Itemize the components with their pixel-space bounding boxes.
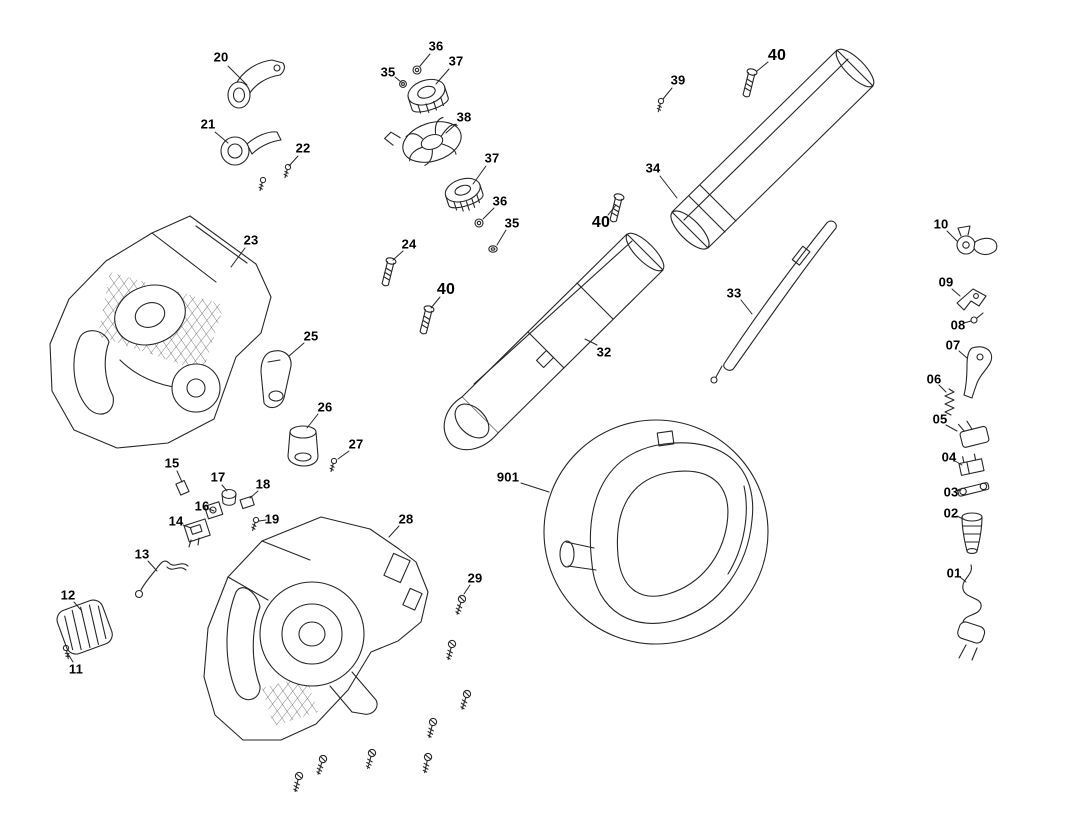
- leader-line-12: [73, 601, 82, 611]
- part-40-left-drawing: [417, 304, 436, 336]
- part-04-drawing: [958, 453, 985, 476]
- leader-line-05: [945, 424, 958, 432]
- part-38-drawing: [384, 116, 462, 166]
- leader-line-03: [956, 489, 962, 492]
- leader-line-36-lower: [482, 207, 495, 220]
- part-05-drawing: [957, 420, 990, 448]
- leader-line-25: [288, 342, 305, 357]
- part-34-drawing: [670, 48, 875, 250]
- leader-line-26: [306, 413, 319, 429]
- leader-line-27: [337, 450, 350, 460]
- part-01-drawing: [957, 564, 986, 661]
- part-10-drawing: [956, 225, 998, 256]
- leader-line-01: [959, 576, 967, 583]
- leader-line-09: [951, 288, 961, 297]
- part-17-drawing: [221, 488, 237, 506]
- part-27-drawing: [327, 457, 338, 473]
- leader-line-33: [740, 299, 753, 315]
- part-35-upper-drawing: [399, 80, 407, 88]
- leader-line-37-lower: [472, 165, 487, 185]
- part-06-drawing: [944, 388, 955, 416]
- part-20-drawing: [227, 59, 285, 109]
- leader-line-38: [445, 123, 457, 134]
- leader-line-40-mid: [607, 204, 617, 216]
- leader-line-15: [176, 470, 183, 483]
- leader-line-19: [258, 519, 267, 522]
- leader-line-35-upper: [394, 76, 402, 83]
- leader-line-23: [230, 247, 246, 268]
- leader-line-40-left: [430, 296, 441, 309]
- part-14-drawing: [183, 518, 211, 548]
- part-26-drawing: [287, 425, 319, 467]
- leader-line-40-top: [756, 61, 769, 72]
- leader-line-29: [463, 584, 471, 595]
- leader-line-34: [659, 175, 678, 199]
- part-22-drawing: [256, 163, 292, 192]
- leader-line-07: [958, 350, 968, 359]
- leader-line-24: [392, 250, 404, 261]
- leader-line-02: [956, 515, 964, 520]
- part-09-drawing: [956, 288, 987, 311]
- leader-line-36-upper: [419, 53, 431, 67]
- leader-line-20: [227, 65, 248, 86]
- leader-line-13: [147, 560, 158, 572]
- leader-line-901: [520, 482, 550, 493]
- part-901-drawing: [543, 419, 769, 645]
- part-07-drawing: [963, 346, 993, 399]
- leader-line-17: [221, 484, 228, 492]
- leader-line-39: [662, 87, 673, 100]
- part-32-drawing: [443, 232, 665, 451]
- part-25-drawing: [260, 350, 292, 409]
- leader-line-37-upper: [435, 68, 450, 85]
- part-28-drawing: [203, 516, 429, 741]
- part-08-drawing: [970, 312, 984, 324]
- part-33-drawing: [710, 220, 837, 384]
- leader-line-11: [67, 653, 74, 663]
- part-19-drawing: [249, 516, 260, 532]
- leader-line-18: [249, 490, 259, 499]
- part-21-drawing: [220, 131, 282, 166]
- leader-lines: [67, 53, 972, 663]
- part-18-drawing: [239, 495, 255, 510]
- leader-line-21: [214, 131, 229, 144]
- leader-line-22: [288, 155, 299, 167]
- part-35-lower-drawing: [488, 245, 498, 253]
- part-39-drawing: [655, 97, 665, 113]
- leader-line-06: [938, 384, 947, 393]
- part-24-drawing: [379, 256, 398, 288]
- part-03-drawing: [957, 482, 990, 497]
- part-40-mid-drawing: [607, 192, 626, 224]
- part-40-top-drawing: [740, 67, 759, 99]
- part-02-drawing: [961, 512, 983, 554]
- part-13-drawing: [134, 560, 189, 599]
- part-36-lower-drawing: [474, 218, 484, 228]
- part-23-drawing: [49, 215, 272, 449]
- part-37-lower-drawing: [444, 177, 484, 212]
- leader-line-08: [963, 320, 972, 324]
- leader-line-04: [954, 460, 963, 466]
- part-37-upper-drawing: [407, 78, 449, 114]
- part-36-upper-drawing: [412, 65, 422, 75]
- leader-line-16: [208, 508, 215, 512]
- leader-line-14: [182, 524, 192, 529]
- leader-line-32: [584, 338, 598, 346]
- part-15-drawing: [175, 479, 190, 496]
- leader-line-10: [946, 230, 958, 242]
- leader-line-28: [388, 525, 400, 538]
- leader-line-35-lower: [496, 229, 507, 246]
